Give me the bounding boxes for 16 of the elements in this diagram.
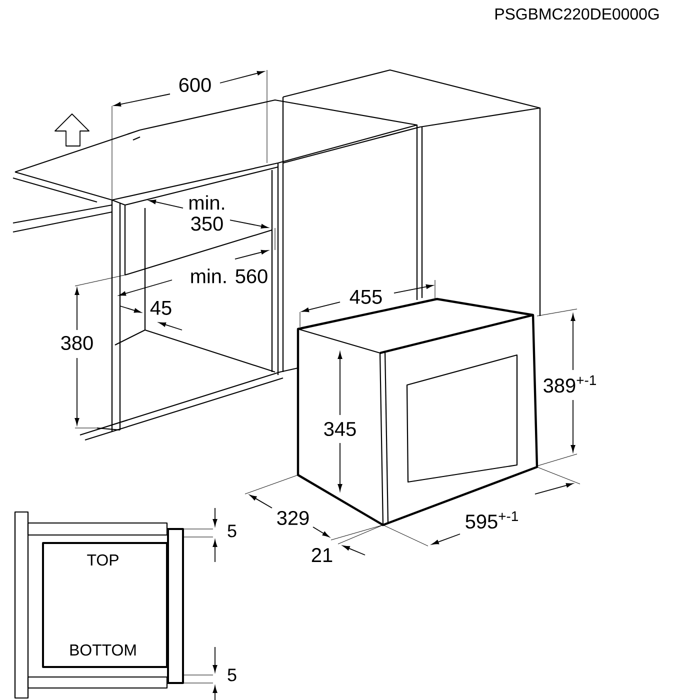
dimension-label: 45 [150, 301, 172, 315]
dimension-label: 389$^{+-1}$ [544, 375, 596, 393]
dimension-label: 595$^{+-1}$ [466, 511, 518, 529]
text: PSGBMC220DE0000G [495, 8, 659, 20]
text-label: BOTTOM [70, 644, 136, 656]
dimension-label: min. 350 [190, 195, 224, 231]
dimension-label: 5 [228, 524, 236, 538]
dimension-label: 600 [179, 78, 211, 92]
dimension-label: 5 [228, 668, 236, 682]
dimension-label: min. 560 [191, 268, 268, 284]
dimension-label: 21 [312, 548, 332, 562]
dimension-label: 345 [324, 422, 356, 436]
dimension-label: 329 [277, 510, 309, 526]
text-label: TOP [87, 554, 118, 566]
dimension-label: 380 [61, 336, 93, 350]
dimension-label: 455 [350, 290, 382, 304]
